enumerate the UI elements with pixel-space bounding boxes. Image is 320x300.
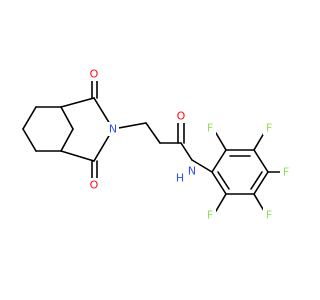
bond [22,106,37,130]
bond [211,149,227,173]
bond [191,159,213,173]
bond [211,171,227,195]
imide-carbonyls [91,79,98,180]
pentafluorophenyl-ring [211,149,269,195]
atom-f2: F [263,121,275,135]
structure-canvas: O N O O N H F F F [22,67,292,222]
atom-f5: F [204,208,216,222]
atom-o-bottom: O [88,178,100,192]
bond [215,193,227,212]
atom-labels: O N O O N H F F F [88,67,292,222]
bond [22,128,37,152]
bond [215,132,227,151]
bond [217,171,230,190]
atom-h-amide-label: H [176,172,184,185]
atom-f4: F [263,208,275,222]
bond [145,122,161,144]
atom-f5-label: F [207,209,213,222]
bond [253,132,265,151]
atom-f3-label: F [283,166,289,179]
bond [180,142,193,161]
bond [60,106,74,130]
bond [60,97,95,108]
atom-f3: F [280,165,292,179]
atom-n-ring-label: N [109,123,117,136]
atom-f2-label: F [266,122,272,135]
bond [60,128,74,152]
atom-o-amide-label: O [177,110,186,123]
atom-o-top-label: O [90,68,99,81]
fluorine-bonds [215,132,283,212]
atom-o-bottom-label: O [90,179,99,192]
bond [250,171,263,190]
bond [253,171,269,195]
atom-n-ring: N [107,122,119,136]
propanamide-chain [112,121,213,173]
atom-o-top: O [88,67,100,81]
bond [253,193,265,212]
atom-f1: F [204,121,216,135]
atom-f1-label: F [207,122,213,135]
imide-ring [60,97,114,162]
bond [60,150,95,162]
molecule-structure: O N O O N H F F F [22,67,292,222]
atom-nh-amide-label: N [188,165,196,178]
atom-f4-label: F [266,209,272,222]
bond [253,149,269,173]
atom-nh-amide: N H [176,164,198,185]
atom-o-amide: O [175,109,187,123]
cyclohexane-ring [22,106,74,152]
